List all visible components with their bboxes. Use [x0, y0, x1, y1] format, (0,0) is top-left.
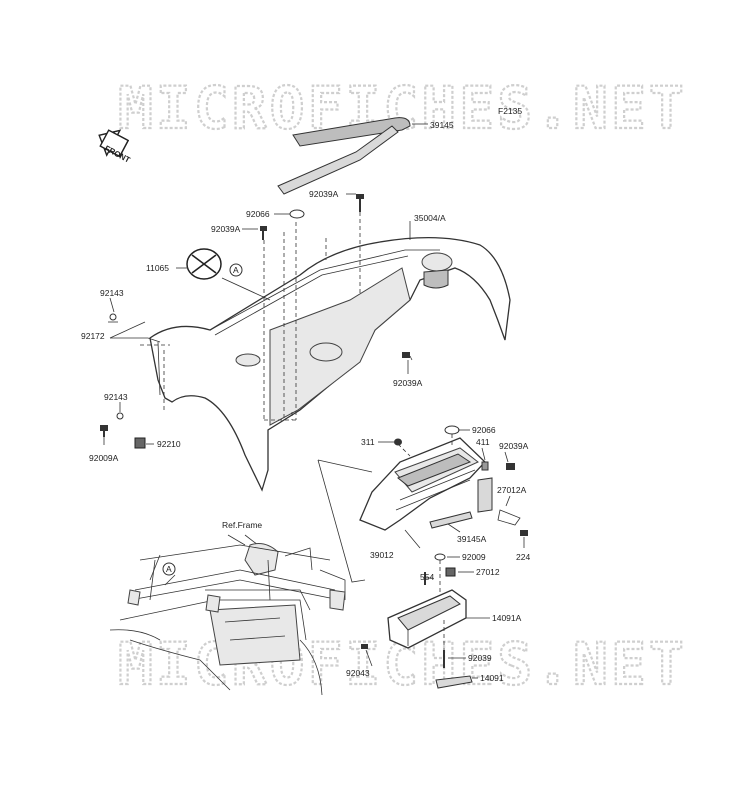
- label-14091: 14091: [480, 673, 504, 683]
- ref-marker-a-bottom: [162, 562, 176, 576]
- bolt-92143-top: [109, 313, 117, 321]
- strap-27012: [445, 567, 456, 577]
- watermark-top: MICROFICHES.NET: [118, 74, 687, 142]
- bolt-92043: [361, 644, 368, 649]
- rail-39145A: [429, 511, 473, 529]
- bolt-92039A-mid: [402, 352, 410, 358]
- label-92009A: 92009A: [89, 453, 119, 463]
- cap-92066-top: [289, 209, 305, 219]
- frame-label: Ref.Frame: [222, 520, 262, 530]
- label-92039A-right: 92039A: [499, 441, 529, 451]
- ref-marker-a-top-label: A: [233, 265, 239, 275]
- cap-92066-right: [444, 425, 460, 435]
- label-39012: 39012: [370, 550, 394, 560]
- front-fender-body: [149, 237, 511, 492]
- ref-marker-a-top: [229, 263, 243, 277]
- label-92039A-top: 92039A: [309, 189, 339, 199]
- label-11065: 11065: [146, 263, 169, 273]
- cap-11065: [186, 248, 222, 280]
- label-311: 311: [361, 437, 375, 447]
- bolt-92039A-top: [356, 194, 364, 212]
- bolt-92009A: [100, 425, 108, 437]
- label-27012A: 27012A: [497, 485, 527, 495]
- clip-92210: [134, 437, 146, 449]
- label-554: 554: [420, 572, 434, 582]
- label-92172: 92172: [81, 331, 105, 341]
- nut-311: [394, 438, 402, 446]
- label-39145: 39145: [430, 120, 454, 130]
- diagram-code: F2135: [498, 106, 522, 116]
- washer-411: [481, 461, 489, 471]
- label-92066-top: 92066: [246, 209, 270, 219]
- label-92043: 92043: [346, 668, 370, 678]
- label-92143-bottom: 92143: [104, 392, 128, 402]
- latch-14091: [435, 675, 473, 689]
- front-arrow-icon: [98, 129, 130, 158]
- label-224: 224: [516, 552, 530, 562]
- bolt-92039A-right: [506, 463, 515, 470]
- label-14091A: 14091A: [492, 613, 522, 623]
- label-92143-top: 92143: [100, 288, 124, 298]
- strap-27012A: [477, 477, 521, 526]
- ref-marker-a-bottom-label: A: [166, 564, 172, 574]
- label-92009: 92009: [462, 552, 486, 562]
- label-92066-right: 92066: [472, 425, 496, 435]
- bolt-92009: [434, 553, 446, 561]
- label-411: 411: [476, 437, 490, 447]
- bolt-224: [520, 530, 528, 536]
- label-35004A: 35004/A: [414, 213, 446, 223]
- frame-reference: [109, 534, 346, 696]
- label-27012: 27012: [476, 567, 500, 577]
- label-92210: 92210: [157, 439, 181, 449]
- label-92039A-left: 92039A: [211, 224, 241, 234]
- label-39145A: 39145A: [457, 534, 487, 544]
- label-92039A-mid: 92039A: [393, 378, 423, 388]
- bolt-92039A-left: [260, 226, 267, 240]
- bolt-92143-bottom: [116, 412, 124, 420]
- label-92039: 92039: [468, 653, 492, 663]
- storage-box-39012: [359, 437, 486, 531]
- seal-strip-39145: [277, 117, 411, 195]
